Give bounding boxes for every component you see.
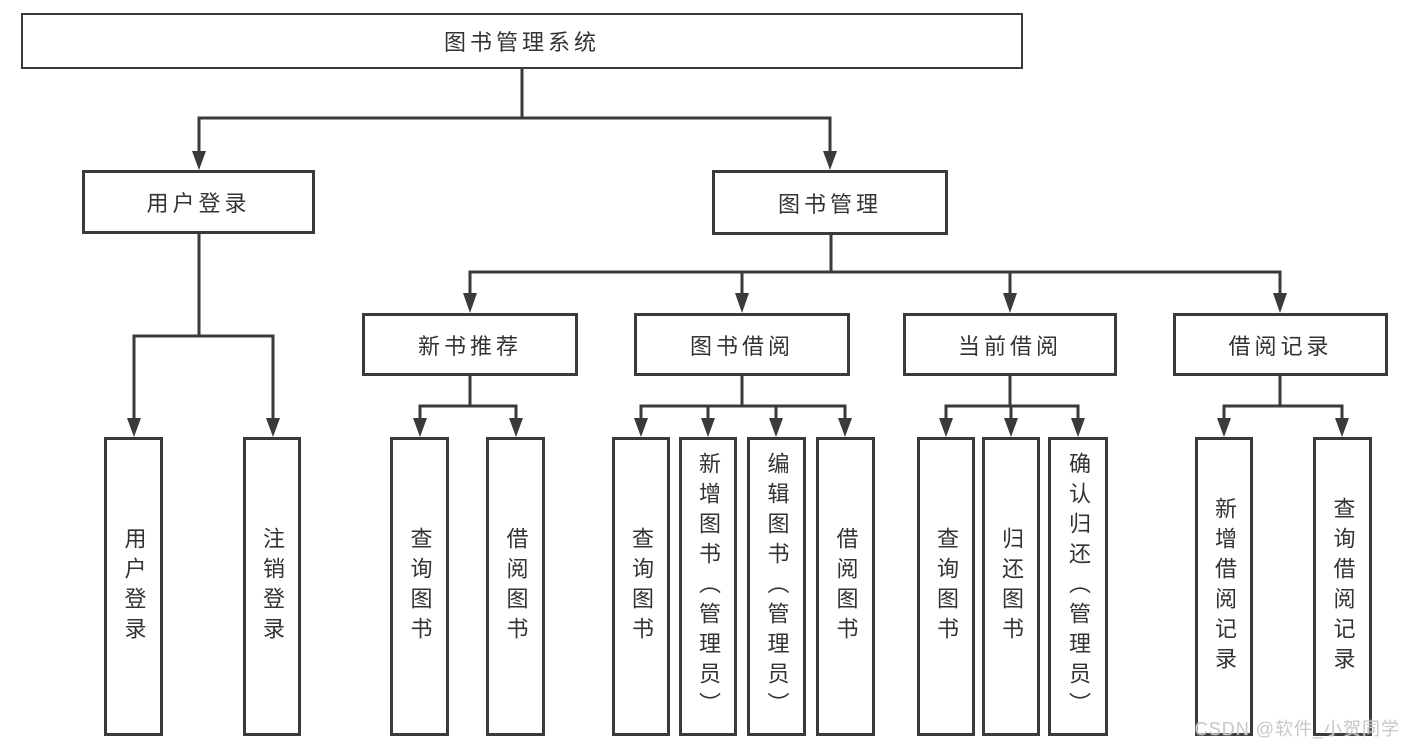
leaf-label: 用户登录 (121, 526, 147, 647)
arrow-down-icon (1273, 293, 1287, 313)
leaf-return-book: 归还图书 (982, 437, 1040, 736)
edge-userlogin-branch (132, 334, 275, 420)
leaf-query-book-recommend: 查询图书 (390, 437, 449, 736)
arrow-down-icon (1217, 418, 1231, 437)
leaf-query-book-current: 查询图书 (917, 437, 975, 736)
leaf-add-book-admin: 新增图书（管理员） (679, 437, 737, 736)
arrow-down-icon (1335, 418, 1349, 437)
arrow-down-icon (735, 293, 749, 313)
leaf-label: 注销登录 (260, 526, 285, 647)
leaf-label: 新增图书（管理员） (696, 451, 721, 722)
arrow-down-icon (509, 418, 523, 437)
arrow-down-icon (413, 418, 427, 437)
node-label: 当前借阅 (957, 333, 1062, 359)
edge-bookmgmt-branch (468, 270, 1282, 295)
arrow-down-icon (1003, 293, 1017, 313)
leaf-user-login: 用户登录 (104, 437, 163, 736)
leaf-confirm-return-admin: 确认归还（管理员） (1048, 437, 1108, 736)
arrow-down-icon (701, 418, 715, 437)
node-label: 借阅记录 (1228, 333, 1333, 359)
arrow-down-icon (192, 151, 206, 170)
edge-root-branch (197, 116, 832, 153)
arrow-down-icon (823, 151, 837, 170)
arrow-down-icon (1004, 418, 1018, 437)
edge-records-branch (1222, 404, 1344, 420)
node-root-label: 图书管理系统 (443, 30, 600, 55)
edge-borrowing-branch (639, 404, 847, 420)
node-label: 用户登录 (146, 191, 251, 216)
leaf-label: 归还图书 (999, 526, 1024, 647)
leaf-borrow-book-recommend: 借阅图书 (486, 437, 545, 736)
leaf-label: 借阅图书 (833, 526, 859, 647)
arrow-down-icon (769, 418, 783, 437)
leaf-borrow-book-borrowing: 借阅图书 (816, 437, 875, 736)
leaf-add-borrow-record: 新增借阅记录 (1195, 437, 1253, 736)
leaf-label: 查询图书 (629, 526, 654, 647)
arrow-down-icon (838, 418, 852, 437)
node-book-borrowing: 图书借阅 (634, 313, 850, 376)
leaf-query-borrow-record: 查询借阅记录 (1313, 437, 1372, 736)
leaf-logout: 注销登录 (243, 437, 301, 736)
leaf-label: 新增借阅记录 (1212, 496, 1237, 677)
arrow-down-icon (266, 418, 280, 437)
leaf-label: 编辑图书（管理员） (764, 451, 790, 722)
node-book-management: 图书管理 (712, 170, 948, 235)
node-borrow-records: 借阅记录 (1173, 313, 1388, 376)
node-root: 图书管理系统 (21, 13, 1023, 69)
node-user-login: 用户登录 (82, 170, 315, 234)
edge-newbook-branch (418, 404, 518, 420)
csdn-watermark: CSDN @软件_小贺同学 (1194, 719, 1400, 739)
node-label: 图书借阅 (689, 333, 794, 359)
leaf-query-book-borrowing: 查询图书 (612, 437, 670, 736)
arrow-down-icon (1071, 418, 1085, 437)
leaf-label: 查询图书 (934, 526, 959, 647)
leaf-label: 借阅图书 (503, 526, 529, 647)
arrow-down-icon (127, 418, 141, 437)
arrow-down-icon (634, 418, 648, 437)
node-current-borrowing: 当前借阅 (903, 313, 1117, 376)
arrow-down-icon (463, 293, 477, 313)
edge-current-branch (944, 404, 1080, 420)
leaf-label: 查询借阅记录 (1330, 496, 1356, 677)
node-new-book-recommend: 新书推荐 (362, 313, 578, 376)
arrow-down-icon (939, 418, 953, 437)
node-label: 图书管理 (777, 191, 882, 217)
node-label: 新书推荐 (417, 333, 522, 359)
leaf-edit-book-admin: 编辑图书（管理员） (747, 437, 806, 736)
leaf-label: 查询图书 (407, 526, 433, 647)
leaf-label: 确认归还（管理员） (1066, 451, 1091, 722)
